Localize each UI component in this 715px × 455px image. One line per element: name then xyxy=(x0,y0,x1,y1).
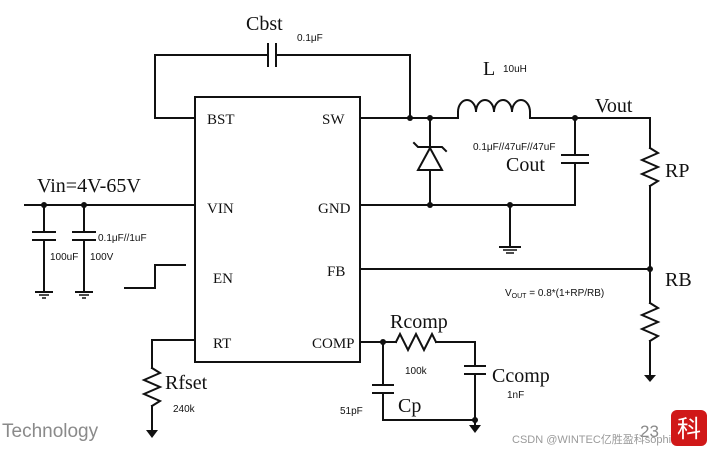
rcomp-label: Rcomp xyxy=(390,311,448,333)
inductor-value: 10uH xyxy=(503,64,527,75)
pin-en-label: EN xyxy=(213,271,233,287)
cbst-label: Cbst xyxy=(246,13,283,35)
pin-gnd-label: GND xyxy=(318,201,351,217)
inductor-label: L xyxy=(483,58,495,80)
vout-formula: VOUT = 0.8*(1+RP/RB) xyxy=(505,288,604,300)
cin-bulk-capacitor xyxy=(32,204,56,299)
rfset-resistor xyxy=(141,339,196,438)
vout-rail xyxy=(529,117,651,149)
logo-glyph: 科 xyxy=(677,415,701,443)
cp-label: Cp xyxy=(398,395,421,417)
cbst-value: 0.1μF xyxy=(297,33,323,44)
ccomp-value: 1nF xyxy=(507,390,524,401)
cin-value-2: 100uF xyxy=(50,252,78,263)
rb-resistor xyxy=(639,268,661,382)
logo-badge xyxy=(671,410,707,446)
cbst-capacitor xyxy=(154,43,411,119)
cout-values: 0.1μF//47uF//47uF xyxy=(473,142,555,153)
comp-junction xyxy=(380,339,386,345)
rcomp-value: 100k xyxy=(405,366,428,377)
cin-ceramic-capacitor xyxy=(72,204,96,299)
pin-comp-label: COMP xyxy=(312,336,355,352)
pin-bst-label: BST xyxy=(207,112,235,128)
footer-technology: Technology xyxy=(2,421,99,442)
pin-sw-label: SW xyxy=(322,112,345,128)
gnd-junction-1 xyxy=(427,202,433,208)
rfset-label: Rfset xyxy=(165,372,208,394)
comp-network xyxy=(359,331,486,433)
en-step-signal xyxy=(124,264,186,289)
pin-vin-label: VIN xyxy=(207,201,234,217)
cout-capacitor xyxy=(359,117,589,206)
cout-label: Cout xyxy=(506,154,545,176)
ground-symbol xyxy=(499,204,521,254)
rfset-value: 240k xyxy=(173,404,196,415)
inductor xyxy=(456,99,532,119)
cp-value: 51pF xyxy=(340,406,363,417)
rb-label: RB xyxy=(665,269,692,291)
pin-rt-label: RT xyxy=(213,336,231,352)
company-logo: 科 xyxy=(671,410,707,446)
cin-value-1: 0.1μF//1uF xyxy=(98,233,147,244)
vin-label: Vin=4V-65V xyxy=(37,175,141,197)
rp-label: RP xyxy=(665,160,689,182)
csdn-watermark: CSDN @WINTEC亿胜盈科sophie xyxy=(512,432,677,446)
schottky-diode xyxy=(412,117,448,206)
rp-resistor xyxy=(639,146,661,270)
pin-fb-label: FB xyxy=(327,264,345,280)
vout-label: Vout xyxy=(595,95,633,117)
page-number: 23 xyxy=(640,422,659,441)
ccomp-label: Ccomp xyxy=(492,365,550,387)
cin-rating: 100V xyxy=(90,252,114,263)
sw-junction xyxy=(407,115,413,121)
comp-gnd-junction xyxy=(472,417,478,423)
ic-body xyxy=(194,96,361,363)
